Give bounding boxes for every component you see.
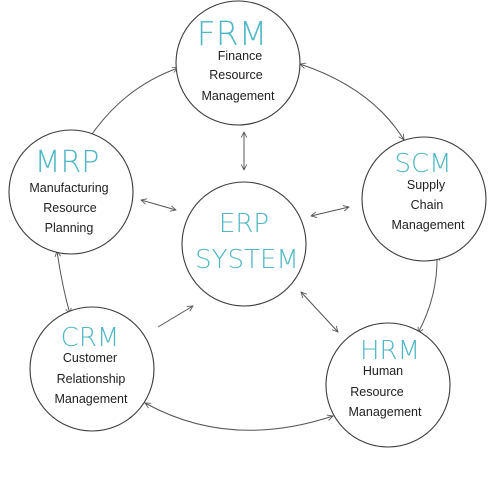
arrow-hrm-erp: [301, 292, 338, 332]
arrow-scm-erp: [311, 207, 349, 216]
node-hrm-line2: Resource: [350, 385, 404, 399]
erp-system-node: ERP SYSTEM: [181, 181, 307, 307]
arrow-mrp-crm: [57, 251, 70, 314]
node-frm-line3: Management: [202, 89, 275, 103]
node-frm-line1: Finance: [218, 49, 263, 63]
node-scm-abbr: SCM: [394, 149, 451, 179]
node-hrm: HRM Human Resource Management: [325, 322, 451, 448]
node-hrm-line3: Management: [349, 405, 422, 419]
node-crm-line2: Relationship: [57, 372, 126, 386]
connectors: [57, 64, 437, 431]
node-scm: SCM Supply Chain Management: [361, 136, 487, 262]
node-crm-abbr: CRM: [61, 323, 120, 353]
arrow-mrp-frm: [88, 68, 178, 140]
center-title-line1: ERP: [219, 209, 269, 239]
node-scm-line2: Chain: [411, 198, 444, 212]
arrow-crm-erp: [157, 306, 193, 328]
node-hrm-abbr: HRM: [360, 336, 420, 366]
center-title-line2: SYSTEM: [195, 245, 299, 275]
node-hrm-line1: Human: [363, 364, 403, 378]
arrow-frm-scm: [300, 64, 404, 140]
node-crm: CRM Customer Relationship Management: [29, 306, 155, 432]
node-mrp-abbr: MRP: [35, 145, 100, 180]
node-frm-abbr: FRM: [197, 14, 267, 53]
node-crm-line3: Management: [55, 392, 128, 406]
arrow-crm-hrm: [145, 403, 333, 431]
node-mrp-line3: Planning: [45, 221, 94, 235]
node-frm-line2: Resource: [209, 68, 263, 82]
arrow-scm-hrm: [418, 255, 437, 333]
node-mrp-line2: Resource: [43, 201, 97, 215]
arrow-mrp-erp: [141, 200, 176, 210]
node-mrp: MRP Manufacturing Resource Planning: [8, 129, 134, 255]
node-scm-line1: Supply: [407, 178, 446, 192]
node-crm-line1: Customer: [63, 351, 117, 365]
node-mrp-line1: Manufacturing: [29, 181, 108, 195]
node-frm: FRM Finance Resource Management: [175, 0, 301, 126]
node-scm-line3: Management: [392, 218, 465, 232]
